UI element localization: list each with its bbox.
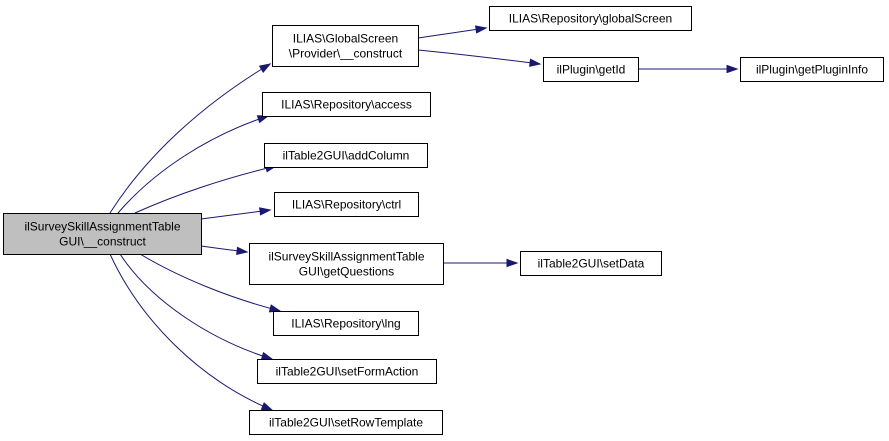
edge-line: [139, 253, 281, 312]
node-lng[interactable]: ILIAS\Repository\lng: [273, 311, 419, 336]
edge-root-to-getquestions: [200, 245, 249, 255]
nodes-layer: ilSurveySkillAssignmentTableGUI\__constr…: [3, 6, 884, 435]
arrowhead-icon: [259, 207, 272, 216]
node-label: ilPlugin\getPluginInfo: [756, 63, 868, 77]
node-label: GUI\__construct: [59, 235, 146, 249]
arrowhead-icon: [726, 64, 739, 74]
edge-line: [109, 63, 271, 214]
edge-root-to-setrowtemplate: [109, 253, 274, 411]
edges-layer: [109, 25, 739, 411]
node-label: ilPlugin\getId: [557, 63, 626, 77]
node-label: \Provider\__construct: [289, 47, 403, 61]
node-box: [274, 192, 419, 217]
node-label: ilTable2GUI\setFormAction: [276, 365, 419, 379]
edge-gsprovider-to-getid: [417, 49, 542, 67]
node-label: ILIAS\GlobalScreen: [293, 32, 398, 46]
node-getplugininfo[interactable]: ilPlugin\getPluginInfo: [740, 57, 884, 82]
node-box: [489, 6, 692, 31]
arrowhead-icon: [475, 25, 488, 34]
arrowhead-icon: [529, 58, 542, 67]
node-box: [740, 57, 884, 82]
arrowhead-icon: [258, 63, 272, 74]
node-setformaction[interactable]: ilTable2GUI\setFormAction: [257, 359, 437, 384]
node-box: [249, 410, 443, 435]
node-label: ilSurveySkillAssignmentTable: [268, 250, 424, 264]
edge-line: [119, 253, 273, 360]
node-box: [543, 57, 639, 82]
node-getquestions[interactable]: ilSurveySkillAssignmentTableGUI\getQuest…: [249, 243, 444, 285]
node-label: ilSurveySkillAssignmentTable: [24, 220, 180, 234]
node-label: ilTable2GUI\setRowTemplate: [269, 416, 423, 430]
arrowhead-icon: [236, 246, 249, 255]
edge-getquestions-to-setdata: [443, 258, 519, 268]
edge-root-to-addcolumn: [134, 164, 278, 214]
node-box: [520, 251, 662, 276]
node-box: [264, 143, 428, 168]
node-label: ILIAS\Repository\globalScreen: [509, 12, 672, 26]
edge-root-to-access: [117, 115, 270, 214]
node-addcolumn[interactable]: ilTable2GUI\addColumn: [264, 143, 428, 168]
node-root[interactable]: ilSurveySkillAssignmentTableGUI\__constr…: [3, 213, 202, 255]
edge-line: [417, 49, 541, 65]
edge-getid-to-getplugininfo: [638, 64, 739, 74]
arrowhead-icon: [260, 402, 274, 411]
node-label: ilTable2GUI\addColumn: [283, 149, 410, 163]
node-label: ILIAS\Repository\access: [281, 98, 412, 112]
node-box: [272, 25, 419, 67]
arrowhead-icon: [260, 351, 274, 360]
node-access[interactable]: ILIAS\Repository\access: [262, 92, 431, 117]
node-box: [257, 359, 437, 384]
edge-gsprovider-to-globalscreen: [417, 25, 488, 39]
arrowhead-icon: [506, 258, 519, 268]
node-box: [249, 243, 444, 285]
node-label: ILIAS\Repository\ctrl: [292, 198, 401, 212]
edge-root-to-ctrl: [200, 207, 272, 220]
edge-line: [109, 253, 273, 411]
edge-root-to-gsprovider: [109, 63, 272, 214]
node-getid[interactable]: ilPlugin\getId: [543, 57, 639, 82]
arrowhead-icon: [268, 304, 282, 313]
node-globalscreen[interactable]: ILIAS\Repository\globalScreen: [489, 6, 692, 31]
node-box: [273, 311, 419, 336]
edge-root-to-setformaction: [119, 253, 274, 360]
node-label: ILIAS\Repository\lng: [291, 317, 400, 331]
node-gsprovider[interactable]: ILIAS\GlobalScreen\Provider\__construct: [272, 25, 419, 67]
node-setrowtemplate[interactable]: ilTable2GUI\setRowTemplate: [249, 410, 443, 435]
node-label: GUI\getQuestions: [299, 265, 394, 279]
node-ctrl[interactable]: ILIAS\Repository\ctrl: [274, 192, 419, 217]
edge-line: [134, 165, 277, 214]
node-label: ilTable2GUI\setData: [538, 257, 645, 271]
node-box: [3, 213, 202, 255]
node-box: [262, 92, 431, 117]
node-setdata[interactable]: ilTable2GUI\setData: [520, 251, 662, 276]
edge-line: [117, 115, 269, 214]
